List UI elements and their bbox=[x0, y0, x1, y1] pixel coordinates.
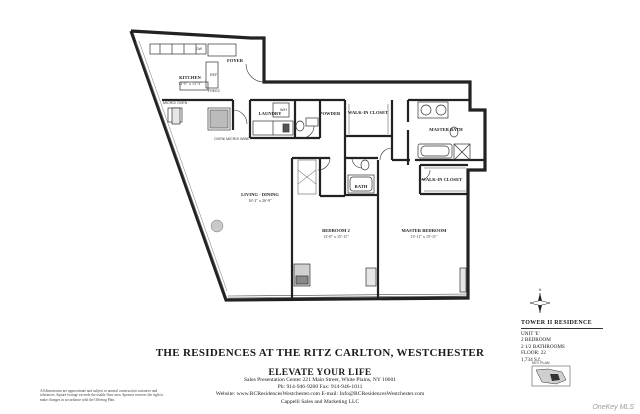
unit-floor: FLOOR: 22 bbox=[521, 350, 546, 357]
walkin-closet2-label: WALK-IN CLOSET bbox=[422, 177, 462, 182]
exterior-walls bbox=[129, 29, 487, 302]
dw-label: DW bbox=[196, 47, 203, 51]
compass-label: N bbox=[539, 288, 542, 292]
living-dim: 16'-2" x 26'-9" bbox=[248, 198, 272, 203]
key-plan-label: KEY PLAN bbox=[532, 361, 550, 365]
unit-letter: UNIT 'E' bbox=[521, 330, 540, 337]
interior-walls bbox=[162, 98, 485, 298]
master-bedroom-label: MASTER BEDROOM bbox=[401, 228, 447, 233]
kitchen-dim: 12'-0" x 13'-3" bbox=[178, 81, 202, 86]
laundry-appliances bbox=[252, 102, 294, 136]
kitchen-cabinets bbox=[149, 43, 237, 131]
living-label: LIVING - DINING bbox=[241, 192, 279, 197]
walkin-closet1-label: WALK-IN CLOSET bbox=[348, 110, 388, 115]
unit-info: TOWER II RESIDENCE UNIT 'E' 2 BEDROOM 2 … bbox=[521, 320, 603, 364]
unit-bathrooms: 2 1/2 BATHROOMS bbox=[521, 343, 565, 350]
door-swings bbox=[232, 63, 431, 181]
wh-label: W/H bbox=[280, 108, 287, 112]
powder-label: POWDER bbox=[320, 111, 341, 116]
kitchen-label: KITCHEN bbox=[179, 75, 201, 80]
master-bedroom-dim: 13'-11" x 15'-11" bbox=[410, 234, 437, 239]
closets bbox=[297, 104, 466, 195]
bath-label: BATH bbox=[355, 184, 368, 189]
ovens-label: OVEN/ MICRO/ WINE bbox=[214, 137, 250, 141]
sales-address: Sales Presentation Center 221 Main Stree… bbox=[243, 377, 397, 383]
bedroom2-label: BEDROOM 2 bbox=[322, 228, 350, 233]
building-title: THE RESIDENCES AT THE RITZ CARLTON, WEST… bbox=[155, 347, 485, 359]
unit-bedrooms: 2 BEDROOM bbox=[521, 337, 551, 344]
key-plan: KEY PLAN bbox=[531, 361, 571, 387]
disclaimer: All dimensions are approximate and subje… bbox=[40, 389, 164, 402]
website-email: Website: www.RCResidencesWestchester.com… bbox=[215, 391, 425, 397]
bedroom2-dim: 12'-0" x 15'-11" bbox=[323, 234, 349, 239]
structural-column bbox=[210, 219, 224, 233]
mls-watermark: OneKey MLS bbox=[592, 404, 634, 411]
laundry-label: LAUNDRY bbox=[259, 111, 282, 116]
micro-label: MICRO/ OVEN bbox=[163, 101, 188, 105]
compass-icon: N bbox=[529, 288, 551, 313]
hvac-units bbox=[171, 107, 467, 293]
unit-tower-title: TOWER II RESIDENCE bbox=[521, 320, 603, 329]
ref-label: REF bbox=[210, 73, 218, 77]
phone-fax: Ph: 914-946-9200 Fax: 914-946-1011 bbox=[277, 384, 363, 390]
bath-fixtures bbox=[295, 101, 471, 194]
freez-label: FREEZ bbox=[208, 89, 221, 93]
foyer-label: FOYER bbox=[227, 58, 244, 63]
window-band bbox=[227, 293, 469, 299]
sales-company: Cappelli Sales and Marketing LLC bbox=[280, 399, 360, 405]
unit-sqft: 1,734 S.f. bbox=[521, 356, 542, 363]
master-bath-label: MASTER BATH bbox=[429, 127, 463, 132]
tagline: ELEVATE YOUR LIFE bbox=[268, 368, 372, 378]
